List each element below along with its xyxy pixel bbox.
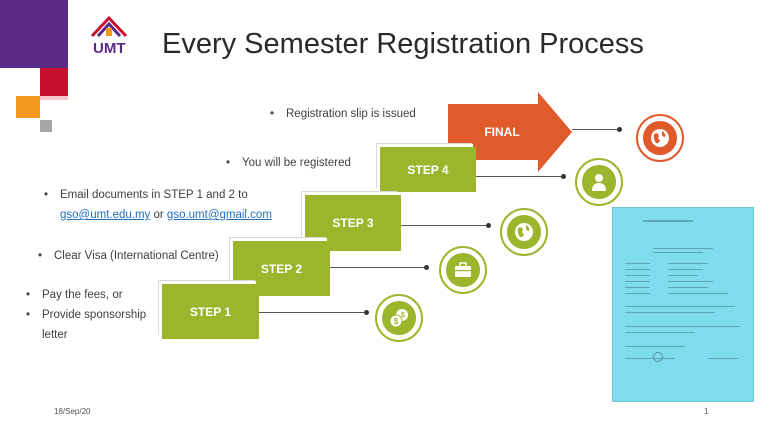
- coins-icon: $ $: [389, 309, 408, 328]
- bullet-step1-text-c: letter: [42, 329, 68, 341]
- step-2-label: STEP 2: [260, 261, 303, 276]
- bullet-step3-text: Email documents in STEP 1 and 2 to: [60, 189, 248, 201]
- connector-step1: [259, 312, 367, 313]
- connector-step3: [401, 225, 489, 226]
- final-icon-circle: [636, 114, 684, 162]
- svg-text:$: $: [394, 317, 399, 326]
- step-1-box: STEP 1: [162, 284, 259, 339]
- step1-icon-circle: $ $: [375, 294, 423, 342]
- bullet-step3: •Email documents in STEP 1 and 2 to gso@…: [44, 189, 272, 221]
- bullet-step2-text: Clear Visa (International Centre): [54, 250, 219, 262]
- logo-emblem-icon: [90, 15, 128, 38]
- bullet-step1: •Pay the fees, or •Provide sponsorship l…: [26, 289, 147, 341]
- person-icon: [592, 174, 606, 191]
- footer-date: 18/Sep/20: [54, 407, 91, 416]
- bullet-step1-text-b: Provide sponsorship: [42, 309, 147, 321]
- globe-icon: [651, 129, 669, 147]
- svg-text:$: $: [401, 312, 405, 319]
- page-title: Every Semester Registration Process: [162, 28, 644, 60]
- step-3-label: STEP 3: [332, 216, 374, 230]
- bullet-step3-or: or: [150, 209, 167, 221]
- connector-final-dot: [617, 127, 622, 132]
- final-label: FINAL: [484, 125, 520, 139]
- step4-icon-circle: [575, 158, 623, 206]
- globe-icon: [515, 223, 533, 241]
- connector-step3-dot: [486, 223, 491, 228]
- logo-text: UMT: [93, 40, 126, 57]
- decor-square-purple: [0, 0, 68, 68]
- bullet-step4: •You will be registered: [226, 157, 351, 169]
- step-4-label: STEP 4: [407, 162, 449, 177]
- connector-final: [572, 129, 620, 130]
- registration-slip-image: [613, 208, 753, 401]
- connector-step4-dot: [561, 174, 566, 179]
- step3-icon-circle: [500, 208, 548, 256]
- bullet-final: •Registration slip is issued: [270, 108, 416, 120]
- step-1-label: STEP 1: [189, 304, 232, 319]
- decor-square-orange: [16, 96, 40, 118]
- email-link-primary[interactable]: gso@umt.edu.my: [60, 209, 151, 221]
- decor-square-red: [40, 68, 68, 96]
- bullet-step4-text: You will be registered: [242, 157, 351, 169]
- umt-logo: [86, 12, 132, 60]
- connector-step2: [330, 267, 426, 268]
- decor-square-pink: [40, 96, 68, 100]
- bullet-step1-text-a: Pay the fees, or: [42, 289, 123, 301]
- bullet-final-text: Registration slip is issued: [286, 108, 416, 120]
- connector-step2-dot: [424, 265, 429, 270]
- step-4-box: STEP 4: [380, 147, 476, 192]
- page-number: 1: [704, 407, 709, 416]
- decor-square-grey: [40, 120, 52, 132]
- final-arrow: FINAL: [448, 92, 572, 172]
- step2-icon-circle: [439, 246, 487, 294]
- bullet-step2: •Clear Visa (International Centre): [38, 250, 219, 262]
- connector-step4: [476, 176, 564, 177]
- briefcase-icon: [455, 262, 471, 277]
- email-link-secondary[interactable]: gso.umt@gmail.com: [166, 209, 272, 221]
- connector-step1-dot: [364, 310, 369, 315]
